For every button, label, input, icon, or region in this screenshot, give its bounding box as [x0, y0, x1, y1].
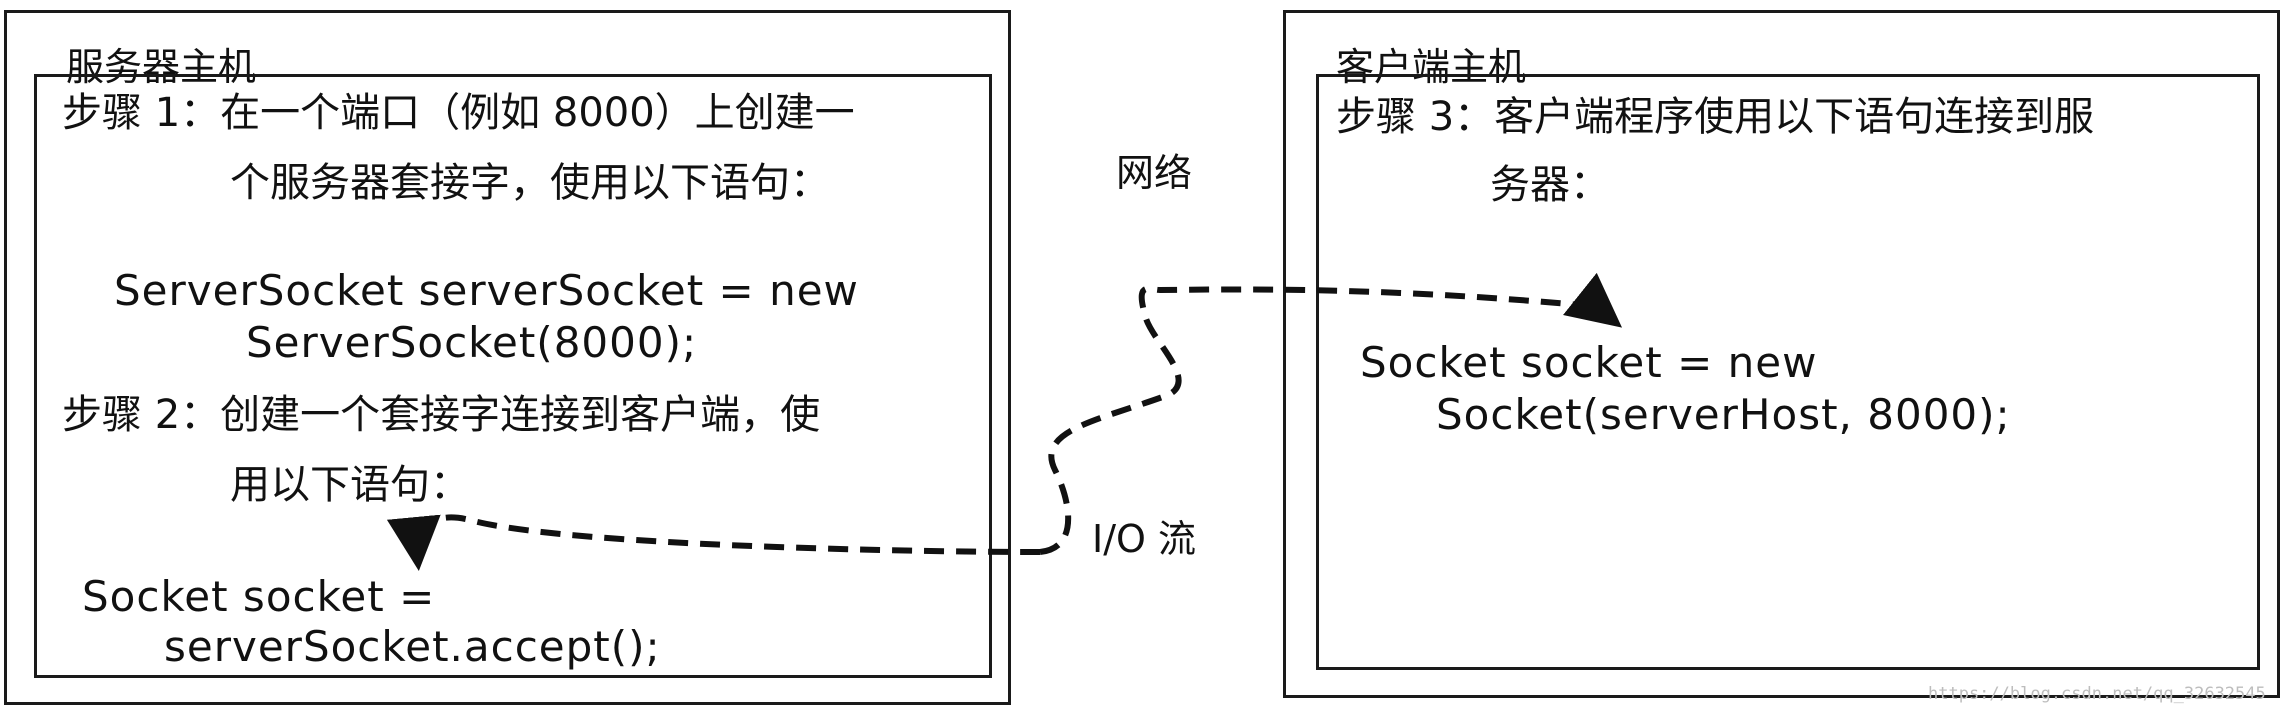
- server-steps-box: [34, 74, 992, 678]
- code2-line2: serverSocket.accept();: [164, 622, 661, 671]
- step3-line1: 步骤 3：客户端程序使用以下语句连接到服: [1336, 94, 2095, 140]
- code2-line1: Socket socket =: [82, 572, 436, 621]
- code1-line2: ServerSocket(8000);: [246, 318, 698, 367]
- code1-line1: ServerSocket serverSocket = new: [114, 266, 859, 315]
- code3-line1: Socket socket = new: [1360, 338, 1818, 387]
- server-host-box: [4, 10, 1011, 705]
- step1-line1: 步骤 1：在一个端口（例如 8000）上创建一: [62, 90, 855, 136]
- io-path-to-client: [1039, 272, 1623, 555]
- client-host-box: [1283, 10, 2280, 698]
- code3-line2: Socket(serverHost, 8000);: [1436, 390, 2011, 439]
- step1-line2: 个服务器套接字，使用以下语句：: [230, 160, 830, 206]
- io-path-to-server: [386, 514, 1041, 571]
- watermark: https://blog.csdn.net/qq_32632545: [1928, 684, 2266, 704]
- client-host-title: 客户端主机: [1336, 45, 1527, 89]
- network-label: 网络: [1116, 151, 1193, 195]
- step3-line2: 务器：: [1490, 162, 1610, 208]
- server-host-title: 服务器主机: [66, 45, 257, 89]
- step2-line2: 用以下语句：: [230, 462, 470, 508]
- step2-line1: 步骤 2：创建一个套接字连接到客户端，使: [62, 392, 821, 438]
- client-steps-box: [1316, 74, 2260, 670]
- io-stream-label: I/O 流: [1092, 517, 1196, 561]
